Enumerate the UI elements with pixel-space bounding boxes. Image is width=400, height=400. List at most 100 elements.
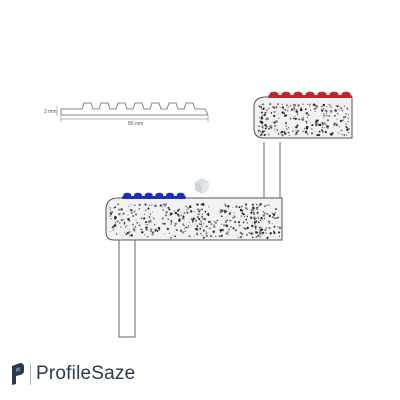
aggregate-speck [241,209,244,212]
nosing-ridge [305,91,315,97]
aggregate-speck [314,110,316,112]
aggregate-speck [202,218,204,220]
aggregate-speck [151,204,153,206]
aggregate-speck [199,227,202,230]
aggregate-speck [138,224,141,227]
aggregate-speck [267,133,270,136]
aggregate-speck [183,218,185,220]
nosing-ridge [144,192,153,198]
aggregate-speck [167,218,169,221]
brand-logo: ProfileSaze [11,361,135,387]
aggregate-speck [273,225,276,228]
aggregate-speck [295,131,298,134]
aggregate-speck [183,211,186,214]
aggregate-speck [196,233,199,236]
aggregate-speck [138,203,141,207]
upper-step-nosing-strip [268,91,352,98]
aggregate-speck [125,233,127,235]
aggregate-speck [305,122,308,124]
aggregate-speck [261,126,264,129]
aggregate-speck [324,131,326,133]
aggregate-speck [113,207,115,209]
aggregate-speck [336,118,338,120]
aggregate-speck [295,110,298,113]
aggregate-speck [277,133,280,135]
aggregate-speck [114,217,117,220]
aggregate-speck [246,222,249,224]
aggregate-speck [225,232,228,235]
aggregate-speck [258,205,260,207]
aggregate-speck [133,210,136,213]
aggregate-speck [225,224,228,227]
aggregate-speck [265,226,268,229]
aggregate-speck [338,126,341,128]
thickness-label: 3 mm [44,109,57,115]
aggregate-speck [190,218,193,221]
aggregate-speck [205,230,207,232]
aggregate-speck [281,111,284,114]
aggregate-speck [238,224,241,227]
aggregate-speck [118,213,121,216]
aggregate-speck [326,112,328,115]
aggregate-speck [262,107,265,111]
aggregate-speck [246,234,248,236]
nosing-ridge [155,192,164,198]
aggregate-speck [131,223,135,226]
aggregate-speck [164,214,168,217]
aggregate-speck [233,212,235,214]
aggregate-speck [268,128,270,130]
aggregate-speck [340,107,343,110]
aggregate-speck [321,106,323,108]
aggregate-speck [196,208,200,211]
aggregate-speck [136,222,139,224]
aggregate-speck [220,215,223,218]
aggregate-speck [284,132,287,135]
aggregate-speck [343,134,346,136]
nosing-ridge [176,192,185,198]
aggregate-speck [174,211,178,215]
aggregate-speck [266,204,268,206]
aggregate-speck [269,102,272,106]
aggregate-speck [256,206,259,209]
aggregate-speck [202,223,205,225]
aggregate-speck [152,231,154,234]
aggregate-speck [193,211,196,213]
aggregate-speck [277,216,280,218]
aggregate-speck [223,224,226,227]
aggregate-speck [185,224,187,226]
aggregate-speck [228,234,230,236]
aggregate-speck [255,208,257,210]
aggregate-speck [278,226,282,229]
aggregate-speck [181,231,184,234]
aggregate-speck [199,209,201,211]
aggregate-speck [257,216,260,219]
aggregate-speck [346,126,348,129]
aggregate-speck [273,121,276,124]
aggregate-speck [345,113,347,115]
aggregate-speck [197,213,200,216]
aggregate-speck [116,220,119,223]
aggregate-speck [201,208,203,211]
aggregate-speck [167,206,170,209]
aggregate-speck [288,134,290,136]
aggregate-speck [258,223,260,225]
aggregate-speck [147,207,150,210]
aggregate-speck [224,203,226,205]
aggregate-speck [260,108,262,110]
aggregate-speck [341,133,343,136]
aggregate-speck [271,125,273,127]
aggregate-speck [200,223,202,226]
aggregate-speck [244,228,247,230]
aggregate-speck [264,205,266,208]
aggregate-speck [274,131,276,132]
aggregate-speck [335,105,337,107]
aggregate-speck [347,121,349,123]
aggregate-speck [170,219,172,222]
aggregate-speck [271,216,274,219]
aggregate-speck [184,230,187,233]
aggregate-speck [216,220,218,222]
aggregate-speck [289,105,292,107]
aggregate-speck [179,211,181,213]
aggregate-speck [243,216,245,218]
